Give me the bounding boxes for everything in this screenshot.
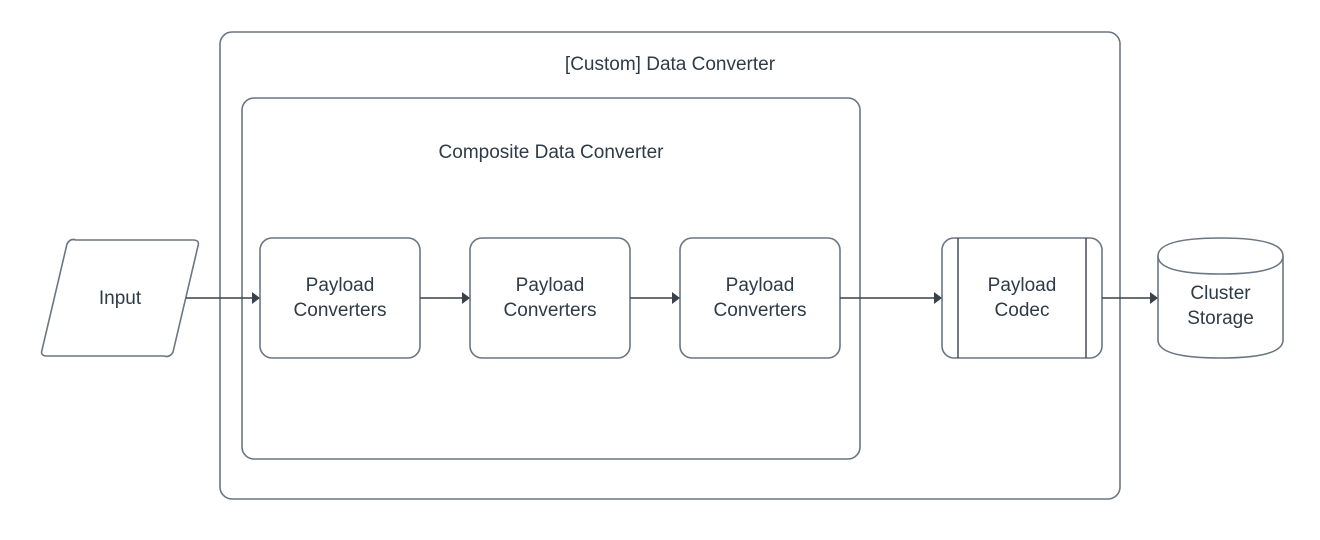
edge-payload-codec-to-cluster-storage — [1102, 292, 1158, 304]
edge-payload-converters-2-to-payload-converters-3 — [630, 292, 680, 304]
edge-payload-converters-1-to-payload-converters-2 — [420, 292, 470, 304]
edge-payload-converters-3-to-payload-codec — [840, 292, 942, 304]
node-cluster-storage-shape[interactable] — [1157, 237, 1284, 359]
node-payload-converters-2-shape[interactable] — [469, 237, 631, 359]
node-payload-converters-1-shape[interactable] — [259, 237, 421, 359]
node-input-shape[interactable] — [40, 238, 200, 358]
edge-input-to-payload-converters-1 — [186, 292, 260, 304]
node-payload-converters-3-shape[interactable] — [679, 237, 841, 359]
node-payload-codec-shape[interactable] — [941, 237, 1103, 359]
